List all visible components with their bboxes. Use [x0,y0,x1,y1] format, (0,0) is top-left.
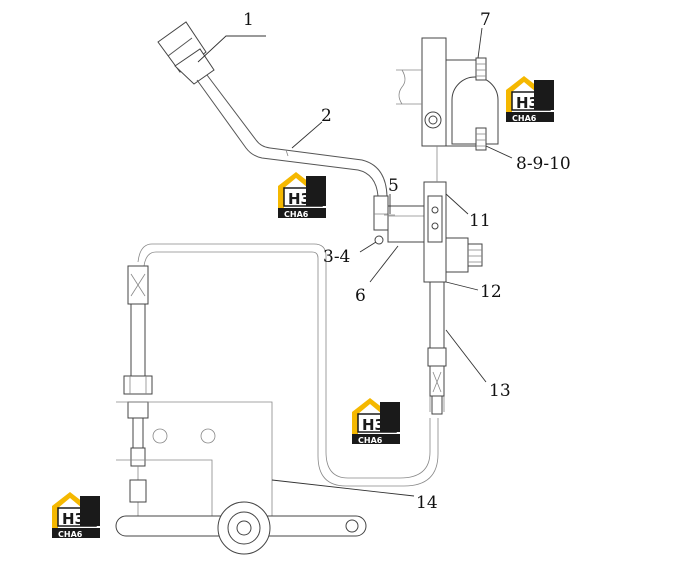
svg-text:CHA6: CHA6 [358,436,383,445]
cable-terminal [123,265,153,533]
watermark-logo: H3 CHA6 [277,171,327,219]
svg-text:CHA6: CHA6 [58,530,83,539]
control-knob [157,21,215,85]
callout-2: 2 [321,106,332,126]
callout-12: 12 [480,282,502,302]
cable-end [427,347,447,415]
callout-11: 11 [469,211,491,231]
callout-7: 7 [480,10,491,30]
watermark-logo: H3 CHA6 [351,397,401,445]
svg-text:H3: H3 [62,510,85,528]
svg-text:H3: H3 [516,94,539,112]
control-cable [137,243,439,487]
shift-housing [423,146,483,349]
callout-5: 5 [388,176,399,196]
svg-text:H3: H3 [288,190,311,208]
callout-1: 1 [243,10,254,30]
callout-3-4: 3-4 [323,247,350,267]
callout-14: 14 [416,493,438,513]
callout-13: 13 [489,381,511,401]
pivot-block [374,205,425,245]
control-lever [196,74,389,231]
watermark-logo: H3 CHA6 [51,491,101,539]
watermark-logo: H3 CHA6 [505,75,555,123]
svg-text:CHA6: CHA6 [512,114,537,123]
lower-bracket [115,401,367,555]
callout-6: 6 [355,286,366,306]
svg-text:H3: H3 [362,416,385,434]
svg-text:CHA6: CHA6 [284,210,309,219]
leader-lines [197,27,513,497]
mounting-bracket [396,37,499,151]
callout-8-9-10: 8-9-10 [516,154,571,174]
